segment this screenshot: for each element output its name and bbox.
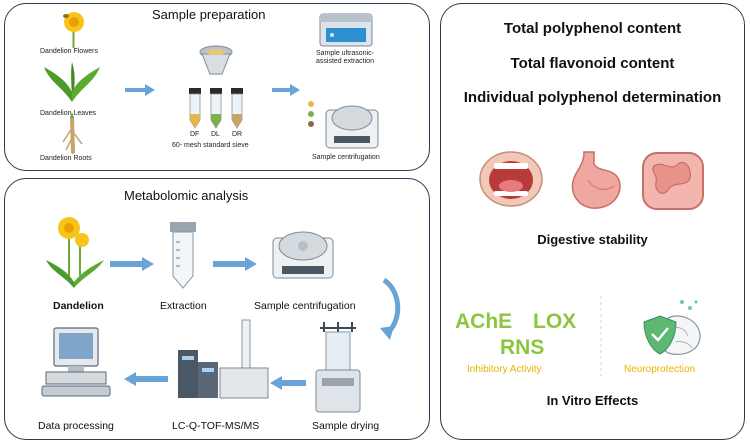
vertical-divider (600, 296, 602, 376)
curved-arrow-icon (380, 277, 401, 340)
sample-centrifugation-label: Sample centrifugation (254, 300, 356, 312)
right-results-panel (440, 3, 745, 440)
digestive-stability-label: Digestive stability (537, 232, 648, 247)
dandelion-leaves-label: Dandelion Leaves (40, 110, 97, 117)
dandelion-roots-label: Dandelion Roots (40, 155, 92, 162)
sieve-label: 60- mesh standard sieve (172, 142, 249, 149)
total-flavonoid-heading: Total flavonoid content (510, 55, 675, 72)
flow-arrow (270, 376, 306, 390)
flow-arrow (213, 257, 257, 271)
extraction-tube-icon (170, 222, 196, 289)
flow-arrow (124, 372, 168, 386)
inhibitory-activity-label: Inhibitory Activity (467, 364, 542, 375)
sample-tubes-icon (189, 88, 243, 129)
ultrasonic-extraction-text: Sample ultrasonic-assisted extraction (316, 50, 374, 65)
centrifuge-icon (272, 231, 334, 279)
flow-arrow (125, 84, 155, 96)
centrifuge-icon (325, 105, 379, 149)
ultrasonic-extraction-label: Sample ultrasonic-assisted extraction (316, 50, 388, 66)
tube-label-dl: DL (211, 131, 220, 138)
intestine-icon (642, 152, 704, 210)
sample-drying-label: Sample drying (312, 420, 380, 432)
dandelion-flowers-label: Dandelion Flowers (40, 48, 98, 55)
flow-arrow (272, 84, 300, 96)
data-processing-label: Data processing (38, 420, 114, 432)
brain-shield-icon (643, 300, 701, 355)
sieve-icon (199, 45, 233, 75)
individual-polyphenol-heading: Individual polyphenol determination (463, 89, 722, 106)
ultrasonic-bath-icon (319, 13, 373, 47)
tube-label-df: DF (190, 131, 200, 138)
dandelion-plant-icon (46, 217, 104, 288)
sample-dots-icon (308, 101, 314, 127)
dandelion-leaves-icon (44, 62, 100, 102)
rns-label: RNS (500, 336, 545, 359)
extraction-label: Extraction (160, 300, 207, 312)
sample-preparation-title: Sample preparation (152, 7, 266, 22)
in-vitro-effects-label: In Vitro Effects (546, 393, 639, 408)
lc-ms-instrument-icon (178, 319, 269, 399)
metabolomic-analysis-title: Metabolomic analysis (124, 188, 249, 203)
lc-q-tof-ms-label: LC-Q-TOF-MS/MS (172, 420, 260, 432)
total-polyphenol-heading: Total polyphenol content (503, 20, 682, 37)
dandelion-flower-icon (63, 12, 84, 48)
computer-icon (41, 327, 111, 397)
dandelion-roots-icon (62, 112, 83, 154)
tube-label-dr: DR (232, 131, 243, 138)
dandelion-label: Dandelion (53, 300, 104, 312)
flow-arrow (110, 257, 154, 271)
ache-label: AChE (455, 310, 513, 333)
mouth-icon (479, 151, 543, 207)
stomach-icon (571, 151, 621, 209)
lox-label: LOX (533, 310, 577, 333)
sample-centrifugation-label: Sample centrifugation (312, 154, 380, 161)
neuroprotection-label: Neuroprotection (624, 364, 696, 375)
freeze-dryer-icon (315, 322, 361, 413)
